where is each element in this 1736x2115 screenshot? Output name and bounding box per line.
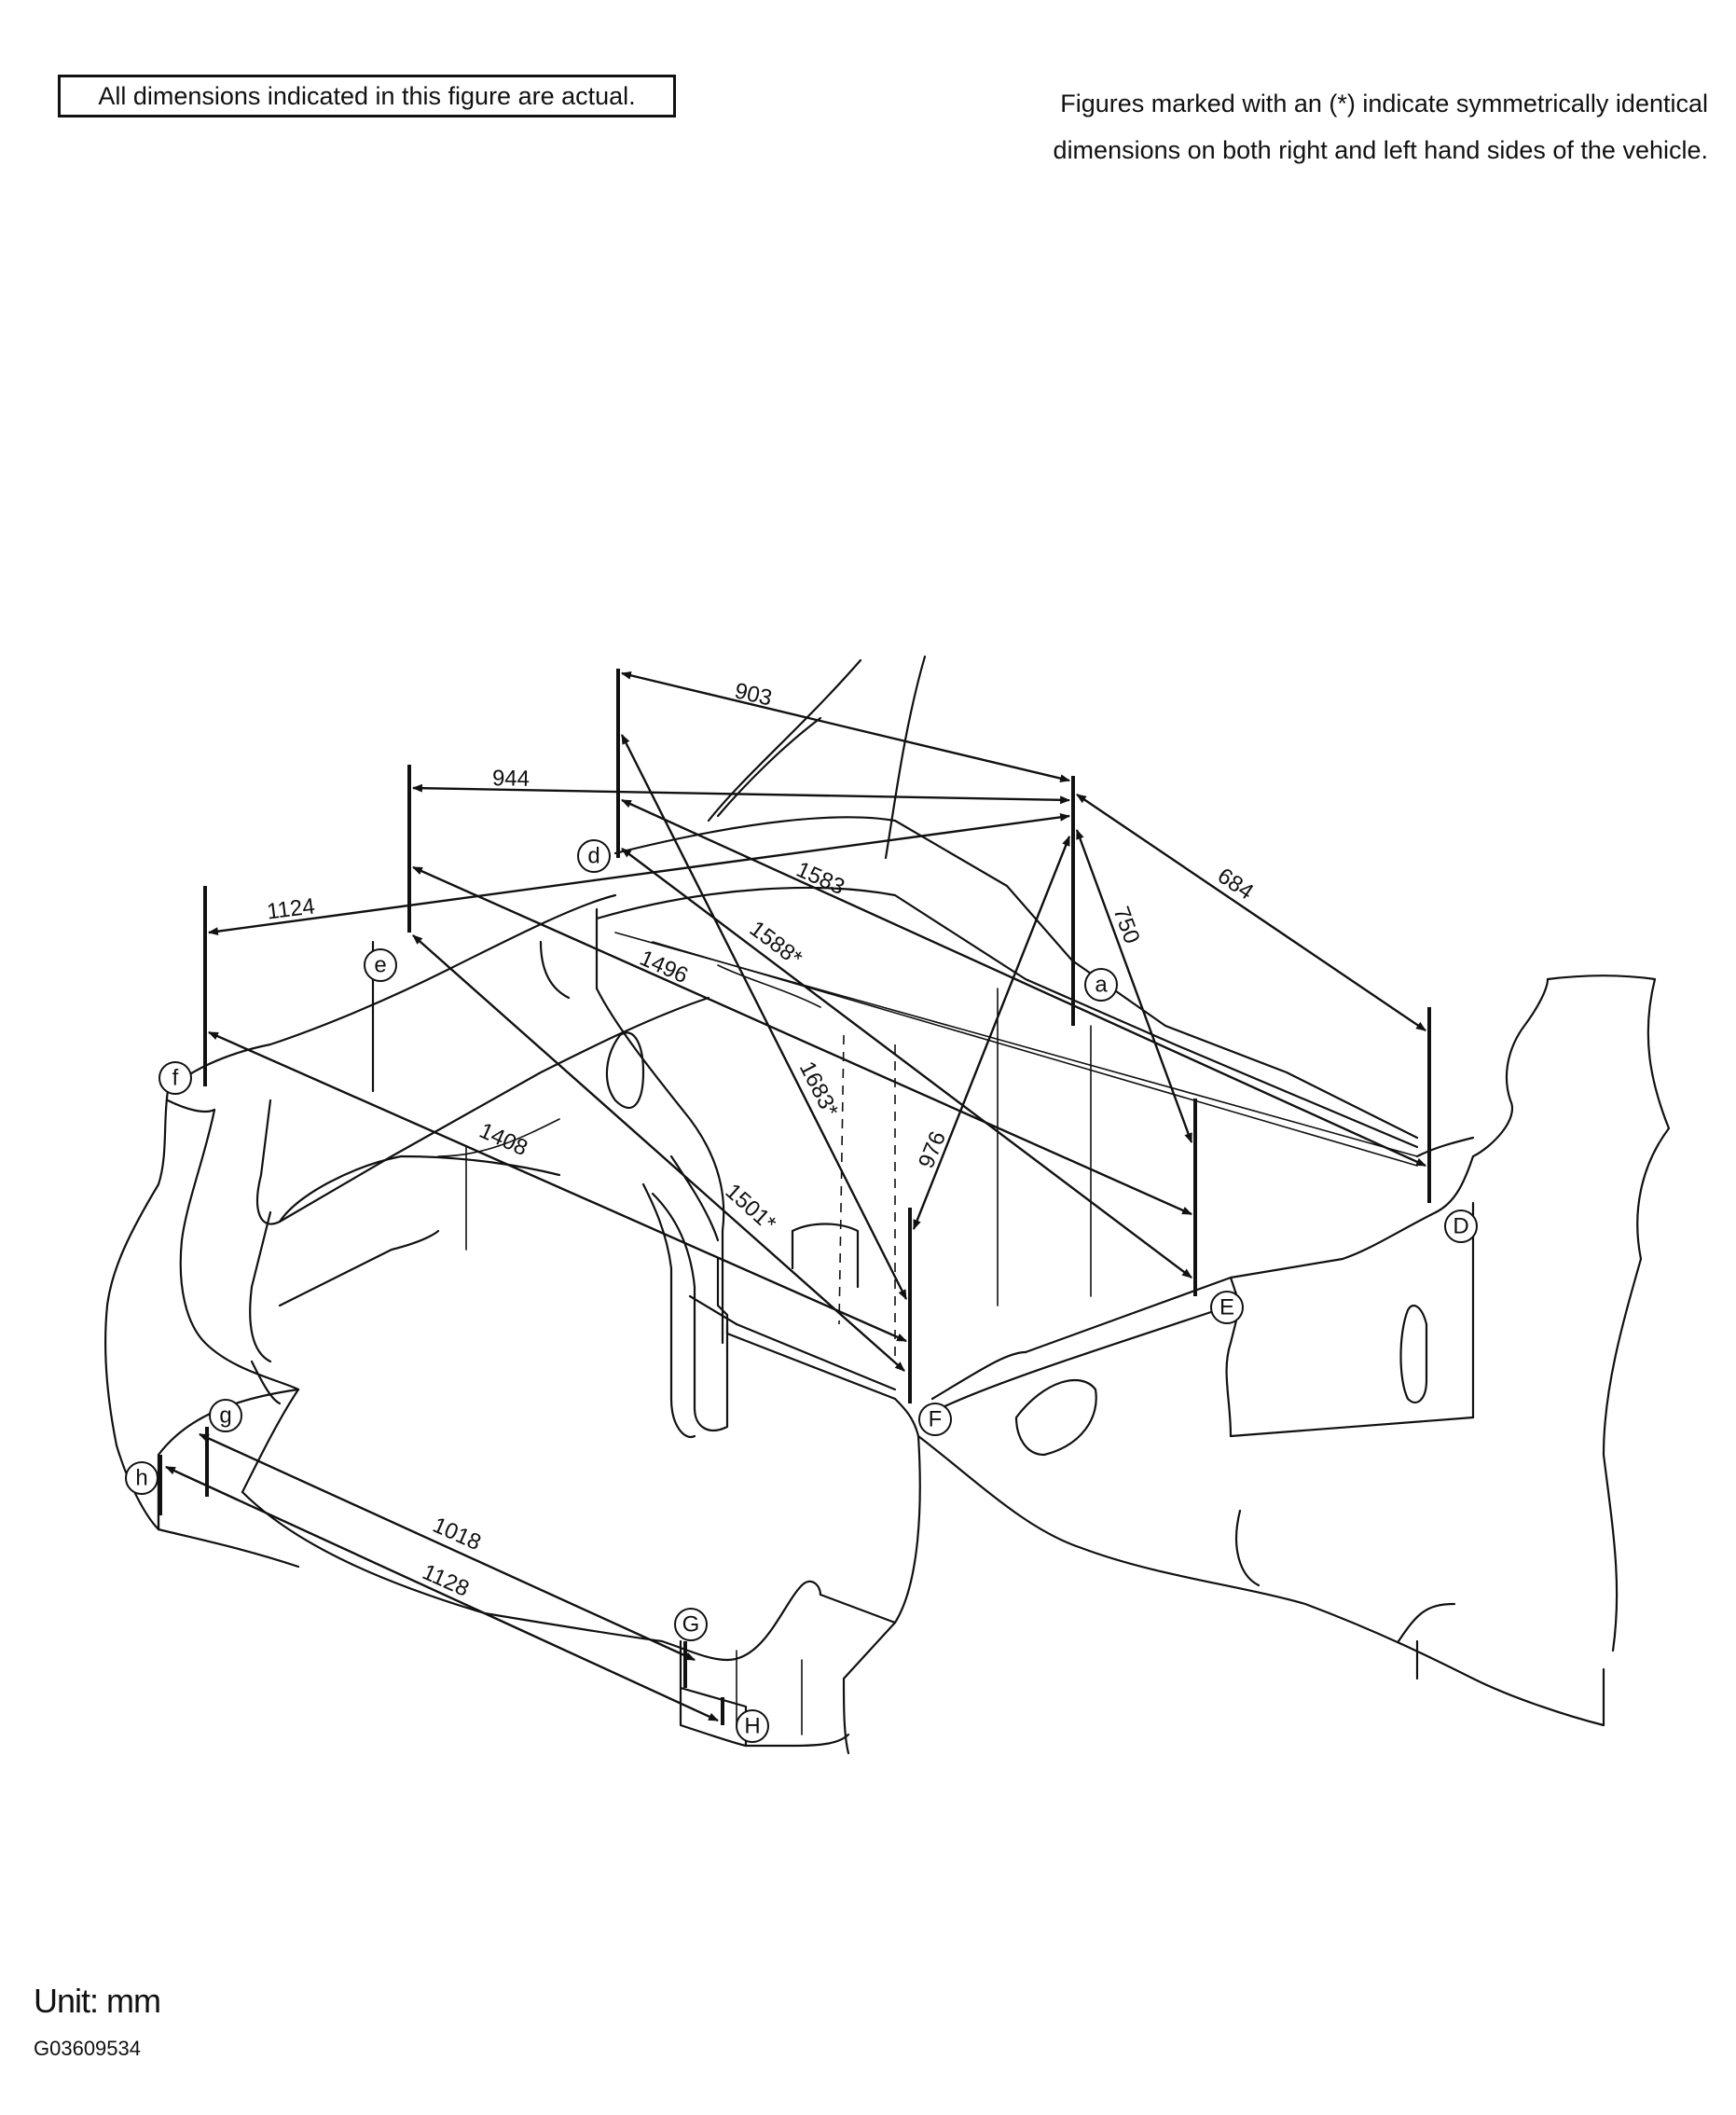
point-marker-d: d <box>577 839 611 873</box>
dimension-label-e-F: 1501* <box>721 1179 781 1237</box>
point-marker-h: h <box>125 1461 158 1495</box>
point-markers: d e f a D E F g <box>125 839 1478 1743</box>
dimension-label-d-a: 903 <box>732 678 774 711</box>
dimension-line-e-F <box>412 934 905 1372</box>
dimension-line-d-a <box>620 671 1071 782</box>
dimension-line-a-F <box>912 835 1071 1231</box>
actual-dimensions-note: All dimensions indicated in this figure … <box>58 75 676 118</box>
symmetry-note: Figures marked with an (*) indicate symm… <box>970 80 1708 173</box>
dimension-line-f-a <box>207 812 1071 936</box>
dimension-line-d-D <box>620 798 1427 1168</box>
dimension-label-g-G: 1018 <box>429 1513 485 1555</box>
dimension-label-d-D: 1583 <box>792 857 848 900</box>
point-marker-G: G <box>674 1608 708 1641</box>
dimension-label-a-F: 976 <box>914 1127 951 1171</box>
figure-code: G03609534 <box>34 2037 141 2060</box>
symmetry-note-line-2: dimensions on both right and left hand s… <box>1053 136 1708 164</box>
point-label-h: h <box>135 1466 147 1491</box>
point-label-f: f <box>172 1066 179 1091</box>
point-label-F: F <box>929 1407 943 1432</box>
point-marker-a: a <box>1084 968 1118 1002</box>
point-label-H: H <box>744 1714 760 1739</box>
dimension-lines <box>165 671 1427 1722</box>
point-label-a: a <box>1095 973 1108 998</box>
point-marker-F: F <box>918 1403 952 1436</box>
point-label-D: D <box>1453 1214 1468 1239</box>
point-marker-g: g <box>209 1399 242 1432</box>
measurement-posts <box>158 669 1431 1725</box>
unit-label: Unit: mm <box>34 1982 161 2020</box>
vehicle-body-outline <box>103 655 1671 1755</box>
dimension-label-e-a: 944 <box>492 766 530 792</box>
point-marker-f: f <box>158 1061 192 1095</box>
symmetry-note-line-1: Figures marked with an (*) indicate symm… <box>1060 90 1708 118</box>
point-label-E: E <box>1219 1295 1234 1320</box>
point-marker-E: E <box>1210 1291 1244 1324</box>
point-marker-e: e <box>364 948 397 982</box>
dimension-line-h-H <box>165 1465 719 1722</box>
point-label-G: G <box>682 1612 700 1638</box>
dimension-label-a-E: 750 <box>1108 904 1144 947</box>
point-marker-D: D <box>1444 1210 1478 1243</box>
dimension-line-g-G <box>198 1432 696 1662</box>
dimension-label-a-D: 684 <box>1213 864 1258 905</box>
point-label-d: d <box>587 844 599 869</box>
point-label-g: g <box>219 1403 231 1429</box>
dimension-label-f-a: 1124 <box>266 893 317 924</box>
point-label-e: e <box>374 953 386 978</box>
point-marker-H: H <box>736 1709 769 1743</box>
